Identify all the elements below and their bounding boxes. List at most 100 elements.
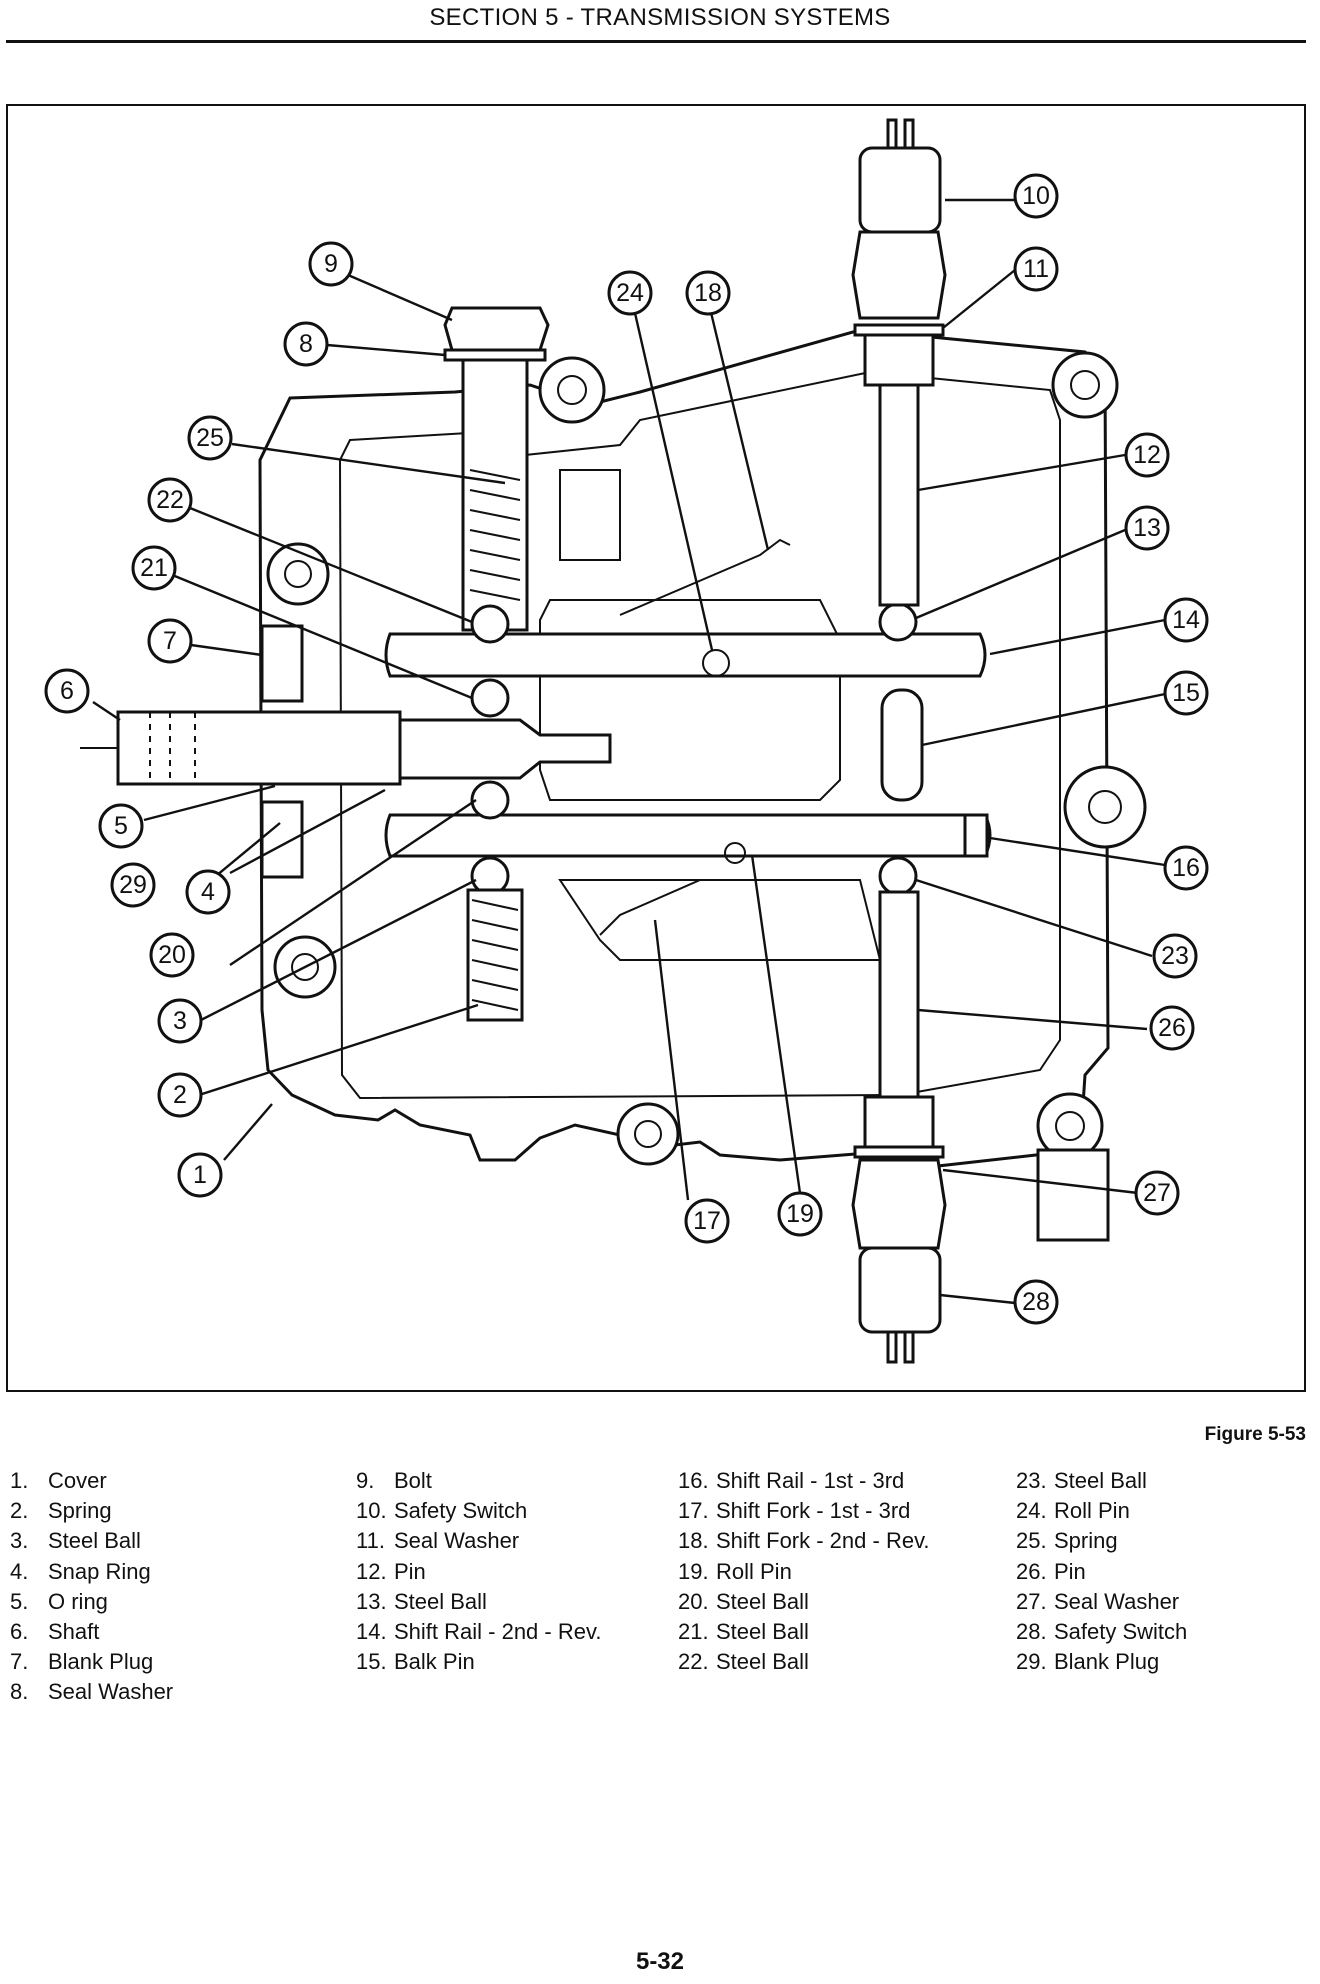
legend-item: 13.Steel Ball	[356, 1588, 487, 1614]
pin-12	[878, 383, 920, 607]
legend-item: 6.Shaft	[10, 1618, 100, 1644]
callout-19: 19	[777, 1191, 823, 1237]
steel-ball-21	[470, 678, 510, 718]
legend-item: 3.Steel Ball	[10, 1528, 141, 1554]
callout-10: 10	[1013, 173, 1059, 219]
mounting-boss	[1036, 1092, 1104, 1160]
mounting-boss	[1051, 351, 1119, 419]
legend-item: 8.Seal Washer	[10, 1679, 174, 1705]
svg-text:12: 12	[1133, 441, 1161, 469]
legend-item: 12.Pin	[356, 1558, 426, 1584]
legend-column: 1.Cover 2.Spring 3.Steel Ball 4.Snap Rin…	[10, 1466, 173, 1708]
svg-text:26: 26	[1158, 1014, 1186, 1042]
spring-bore-lower	[466, 888, 524, 1022]
callout-16: 16	[1163, 845, 1209, 891]
page-number: 5-32	[635, 1948, 685, 1975]
cover-lower-rib	[558, 879, 882, 961]
header-rule	[6, 40, 1306, 43]
callout-1: 1	[177, 1152, 223, 1198]
callout-15: 15	[1163, 670, 1209, 716]
spring-lower	[471, 899, 519, 1011]
figure-label: Figure 5-53	[1204, 1424, 1306, 1445]
callout-22: 22	[147, 477, 193, 523]
spring-upper	[469, 469, 521, 601]
legend-item: 25.Spring	[1016, 1528, 1118, 1554]
legend-item: 15.Balk Pin	[356, 1649, 475, 1675]
svg-text:14: 14	[1172, 606, 1200, 634]
legend-item: 4.Snap Ring	[10, 1558, 151, 1584]
switch-hex-nut-lower	[863, 1095, 935, 1149]
legend-item: 10.Safety Switch	[356, 1498, 528, 1524]
svg-text:16: 16	[1172, 854, 1200, 882]
shaft-tip	[398, 718, 612, 780]
callout-4: 4	[185, 869, 231, 915]
legend-item: 19.Roll Pin	[678, 1558, 792, 1584]
callout-3: 3	[157, 998, 203, 1044]
callout-25: 25	[187, 415, 233, 461]
legend-item: 24.Roll Pin	[1016, 1498, 1130, 1524]
svg-text:5: 5	[114, 812, 128, 840]
svg-text:4: 4	[201, 878, 215, 906]
legend-item: 9.Bolt	[356, 1468, 432, 1493]
callout-21: 21	[131, 545, 177, 591]
legend-item: 14.Shift Rail - 2nd - Rev.	[356, 1618, 602, 1644]
svg-text:11: 11	[1023, 255, 1049, 283]
shift-fork-1st-3rd	[560, 879, 701, 936]
svg-text:22: 22	[156, 486, 184, 514]
legend-item: 28.Safety Switch	[1016, 1618, 1188, 1644]
switch-hex-lower	[851, 1158, 947, 1250]
callout-11: 11	[1013, 246, 1059, 292]
switch-hex	[851, 230, 947, 320]
transmission-shift-cover-diagram: 1 2 3 4 5 6 7 8 9 10 11 12 13 14 15 16 1…	[44, 118, 1209, 1364]
steel-ball-20	[470, 780, 510, 820]
legend-item: 23.Steel Ball	[1016, 1468, 1147, 1493]
legend-item: 20.Steel Ball	[678, 1588, 809, 1614]
legend-column: 16.Shift Rail - 1st - 3rd 17.Shift Fork …	[678, 1466, 930, 1677]
bolt-head	[443, 306, 550, 352]
mounting-boss	[538, 356, 606, 424]
roll-pin-19	[724, 842, 746, 864]
mounting-boss	[1063, 765, 1147, 849]
blank-plug-29	[260, 800, 304, 879]
svg-text:19: 19	[786, 1200, 814, 1228]
callout-14: 14	[1163, 597, 1209, 643]
legend-item: 1.Cover	[10, 1468, 107, 1493]
cover-inner-outline	[338, 370, 1061, 1100]
cover-inner-pocket	[539, 599, 841, 801]
shaft	[116, 710, 402, 786]
svg-text:25: 25	[196, 424, 224, 452]
legend-item: 5.O ring	[10, 1588, 108, 1614]
legend-item: 17.Shift Fork - 1st - 3rd	[678, 1498, 911, 1524]
legend-column: 9.Bolt 10.Safety Switch 11.Seal Washer 1…	[356, 1466, 601, 1677]
legend-item: 16.Shift Rail - 1st - 3rd	[678, 1468, 905, 1493]
callout-13: 13	[1124, 505, 1170, 551]
callout-5: 5	[98, 803, 144, 849]
svg-text:3: 3	[173, 1007, 187, 1035]
steel-ball-22	[470, 604, 510, 644]
section-header: SECTION 5 - TRANSMISSION SYSTEMS	[429, 4, 891, 31]
mounting-tab	[1036, 1148, 1110, 1242]
callout-7: 7	[147, 618, 193, 664]
roll-pin-24	[702, 649, 730, 677]
svg-text:27: 27	[1143, 1179, 1171, 1207]
callout-2: 2	[157, 1072, 203, 1118]
cover-outline	[258, 328, 1110, 1170]
callout-20: 20	[149, 932, 195, 978]
legend-item: 22.Steel Ball	[678, 1649, 809, 1675]
legend-item: 21.Steel Ball	[678, 1618, 809, 1644]
safety-switch-10	[858, 146, 942, 234]
shift-rail-2nd-rev	[384, 632, 987, 678]
legend-item: 27.Seal Washer	[1016, 1588, 1180, 1614]
callout-27: 27	[1134, 1170, 1180, 1216]
steel-ball-23	[878, 856, 918, 896]
svg-text:17: 17	[693, 1207, 721, 1235]
svg-text:8: 8	[299, 330, 313, 358]
svg-text:28: 28	[1022, 1288, 1050, 1316]
svg-text:18: 18	[694, 279, 722, 307]
callout-17: 17	[684, 1198, 730, 1244]
callout-8: 8	[283, 321, 329, 367]
cover-inner-rib	[559, 469, 621, 561]
svg-text:29: 29	[119, 871, 147, 899]
seal-washer-27	[853, 1145, 945, 1159]
callout-23: 23	[1152, 933, 1198, 979]
